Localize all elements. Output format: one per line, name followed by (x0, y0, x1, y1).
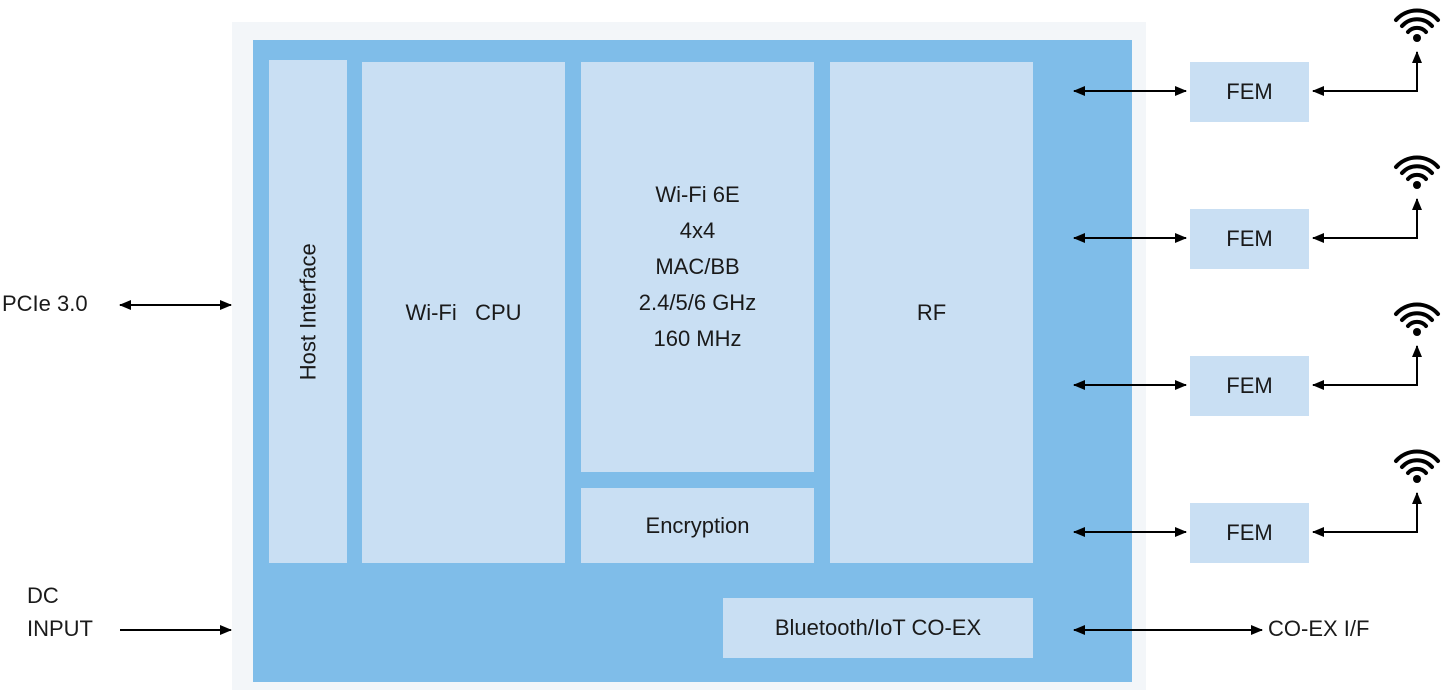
host-interface-block: Host Interface (269, 60, 347, 563)
antenna-link-2 (1312, 198, 1422, 243)
wifi-antenna-icon (1394, 155, 1440, 189)
rf-block: RF (830, 62, 1033, 563)
fem-label-2: FEM (1226, 226, 1273, 251)
fem-block-3: FEM (1190, 356, 1309, 416)
mac-line-streams: 4x4 (679, 218, 716, 243)
fem-block-4: FEM (1190, 503, 1309, 563)
fem-label-1: FEM (1226, 79, 1273, 104)
antenna-link-3 (1312, 345, 1422, 390)
wifi-antenna-icon (1394, 302, 1440, 336)
wifi-antenna-icon (1394, 8, 1440, 42)
rf-label: RF (916, 299, 947, 325)
antenna-link-4 (1312, 492, 1422, 537)
wifi-antenna-icon (1394, 449, 1440, 483)
dc-label-line1: DC (27, 583, 59, 608)
fem-label-4: FEM (1226, 520, 1273, 545)
mac-line-bands: 2.4/5/6 GHz (638, 290, 757, 315)
encryption-label: Encryption (645, 512, 750, 538)
wifi-cpu-block: Wi-Fi CPU (362, 62, 565, 563)
mac-line-standard: Wi-Fi 6E (655, 182, 740, 207)
bluetooth-coex-block: Bluetooth/IoT CO-EX (723, 598, 1033, 658)
antenna-link-1 (1312, 51, 1422, 96)
encryption-block: Encryption (581, 488, 814, 563)
mac-line-macbb: MAC/BB (655, 254, 740, 279)
coex-if-label: CO-EX I/F (1268, 616, 1370, 641)
wifi-cpu-label: Wi-Fi CPU (405, 299, 522, 325)
mac-bb-block: Wi-Fi 6E 4x4 MAC/BB 2.4/5/6 GHz 160 MHz (581, 62, 814, 472)
mac-line-bandwidth: 160 MHz (653, 326, 742, 351)
pcie-label: PCIe 3.0 (2, 291, 88, 316)
fem-label-3: FEM (1226, 373, 1273, 398)
fem-block-2: FEM (1190, 209, 1309, 269)
bluetooth-coex-label: Bluetooth/IoT CO-EX (774, 615, 982, 641)
fem-block-1: FEM (1190, 62, 1309, 122)
dc-label-line2: INPUT (27, 616, 93, 641)
